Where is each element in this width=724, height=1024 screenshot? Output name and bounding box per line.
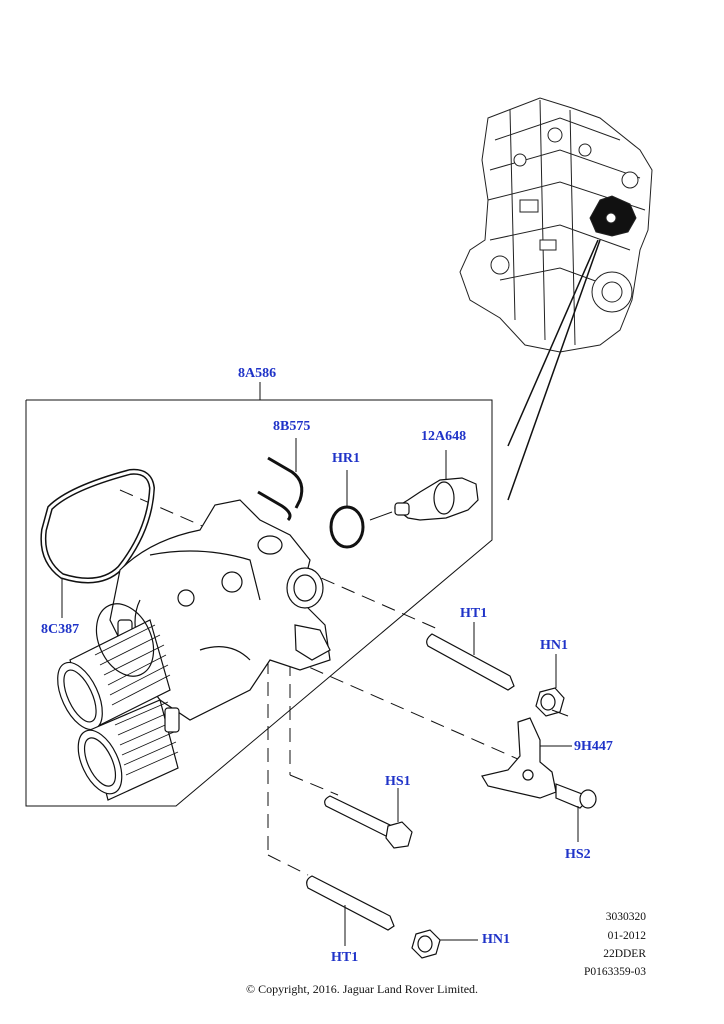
outlet-pipe-upper: [57, 603, 171, 731]
callout-clip: 8B575: [273, 419, 311, 434]
assembly-outline: [25, 382, 493, 807]
stud-lower-part: [306, 875, 395, 946]
mounting-bracket-part: [481, 717, 572, 799]
reference-illustration-id: P0163359-03: [584, 966, 646, 978]
reference-engine-code: 22DDER: [603, 948, 646, 960]
callout-bolt-lower: HS1: [385, 774, 411, 789]
callout-o-ring: HR1: [332, 451, 360, 466]
reference-number: 3030320: [605, 911, 646, 923]
bolt-lower-part: [324, 788, 413, 849]
locator-leader-lines: [507, 239, 601, 501]
callout-assembly: 8A586: [238, 366, 277, 381]
temperature-sensor-part: [369, 450, 479, 521]
stud-upper-part: [426, 622, 515, 691]
copyright-notice: © Copyright, 2016. Jaguar Land Rover Lim…: [245, 982, 479, 996]
callout-nut-lower: HN1: [482, 932, 510, 947]
nut-lower-part: [411, 929, 478, 959]
engine-locator-illustration: [459, 97, 653, 353]
nut-upper-part: [535, 654, 569, 717]
outlet-pipe-lower: [77, 699, 180, 801]
o-ring-part: [329, 470, 365, 549]
reference-date: 01-2012: [607, 930, 646, 942]
retaining-clip-part: [257, 438, 304, 522]
callout-bolt-bracket: HS2: [565, 847, 591, 862]
thermostat-housing-part: [109, 499, 331, 721]
callout-stud-lower: HT1: [331, 950, 359, 965]
callout-nut-upper: HN1: [540, 638, 568, 653]
callout-gasket: 8C387: [41, 622, 80, 637]
callout-stud-upper: HT1: [460, 606, 488, 621]
callout-sensor: 12A648: [421, 429, 467, 444]
callout-bracket: 9H447: [574, 739, 613, 754]
bolt-bracket-part: [555, 783, 597, 842]
gasket-part: [40, 468, 156, 618]
